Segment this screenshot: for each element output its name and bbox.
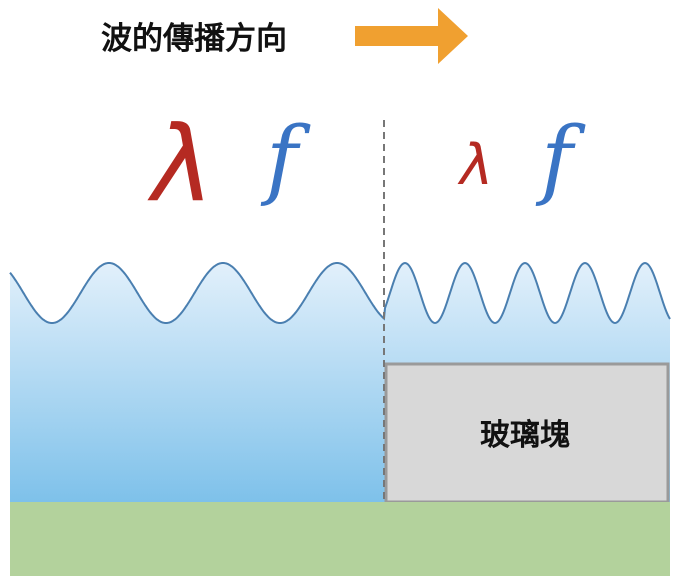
glass-block-label: 玻璃塊 — [480, 418, 570, 453]
left-frequency-symbol: f — [260, 109, 311, 209]
right-frequency-symbol: f — [535, 109, 586, 209]
ground — [10, 502, 670, 576]
arrow-right-icon — [355, 8, 468, 64]
right-wavelength-symbol: λ — [457, 133, 493, 198]
wave-surface-line — [9, 261, 671, 325]
title: 波的傳播方向 — [101, 21, 287, 57]
left-wavelength-symbol: λ — [147, 103, 214, 225]
glass-block — [384, 362, 670, 504]
